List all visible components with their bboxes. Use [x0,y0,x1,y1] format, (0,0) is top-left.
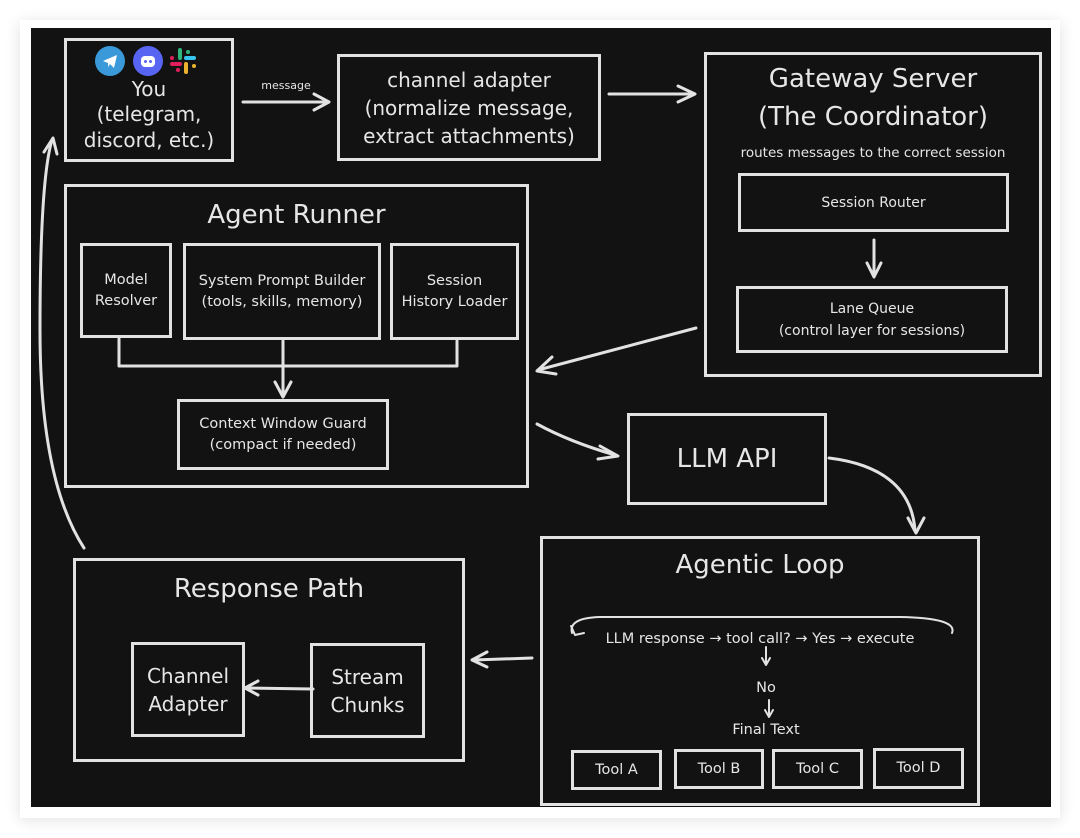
agentic-loop-node: Agentic Loop LLM response → tool call? →… [540,536,980,806]
stream-chunks-label-1: Stream [331,664,404,689]
you-node: You (telegram, discord, etc.) [64,38,234,162]
channel-adapter-desc-2: extract attachments) [363,123,575,148]
tool-c-node: Tool C [772,749,863,789]
gateway-description: routes messages to the correct session [740,145,1006,161]
system-prompt-builder-label: System Prompt Builder [198,272,366,289]
context-window-guard-node: Context Window Guard (compact if needed) [177,399,389,470]
agent-runner-title: Agent Runner [207,200,386,230]
tool-c-label: Tool C [796,760,839,777]
session-router-node: Session Router [738,173,1009,232]
lane-queue-label: Lane Queue [829,300,915,317]
agentic-loop-flow: LLM response → tool call? → Yes → execut… [605,631,915,647]
tool-a-node: Tool A [571,750,662,790]
agentic-loop-final-text: Final Text [732,722,800,738]
system-prompt-builder-node: System Prompt Builder (tools, skills, me… [183,243,381,340]
tool-b-label: Tool B [697,760,741,777]
channel-adapter-desc-1: (normalize message, [364,95,574,120]
discord-icon [133,46,163,76]
system-prompt-builder-desc: (tools, skills, memory) [201,293,363,310]
response-path-node: Response Path [73,558,465,762]
gateway-subtitle: (The Coordinator) [757,102,989,132]
context-window-guard-label: Context Window Guard [199,415,367,432]
channel-adapter-title: channel adapter [387,67,551,92]
gateway-title: Gateway Server [768,64,978,94]
context-window-guard-desc: (compact if needed) [209,436,357,453]
lane-queue-desc: (control layer for sessions) [778,322,966,339]
model-resolver-node: Model Resolver [80,243,172,338]
response-channel-adapter-label-1: Channel [146,663,230,688]
stream-chunks-node: Stream Chunks [310,643,425,738]
llm-api-label: LLM API [676,444,778,474]
session-history-loader-label-2: History Loader [401,293,508,310]
tool-b-node: Tool B [674,749,764,789]
llm-api-node: LLM API [627,413,827,505]
agentic-loop-title: Agentic Loop [675,550,845,580]
session-history-loader-node: Session History Loader [390,243,519,340]
model-resolver-label-1: Model [104,271,148,288]
session-router-label: Session Router [821,194,926,211]
tool-d-label: Tool D [896,760,941,776]
telegram-icon [95,46,125,76]
channel-adapter-node: channel adapter (normalize message, extr… [337,54,601,161]
you-label: You [131,77,167,101]
lane-queue-node: Lane Queue (control layer for sessions) [736,286,1008,353]
you-sub-2: discord, etc.) [83,128,215,152]
tool-a-label: Tool A [595,761,638,778]
gateway-server-node: Gateway Server (The Coordinator) routes … [704,52,1042,377]
response-channel-adapter-label-2: Adapter [148,691,228,716]
agentic-loop-no: No [756,680,776,696]
response-path-title: Response Path [173,574,365,604]
slack-icon [167,45,199,77]
session-history-loader-label-1: Session [426,272,483,289]
model-resolver-label-2: Resolver [94,292,158,309]
response-channel-adapter-node: Channel Adapter [131,642,245,737]
edge-label-message: message [261,79,311,92]
you-sub-1: (telegram, [96,102,202,126]
stream-chunks-label-2: Chunks [330,692,405,717]
tool-d-node: Tool D [873,748,964,789]
